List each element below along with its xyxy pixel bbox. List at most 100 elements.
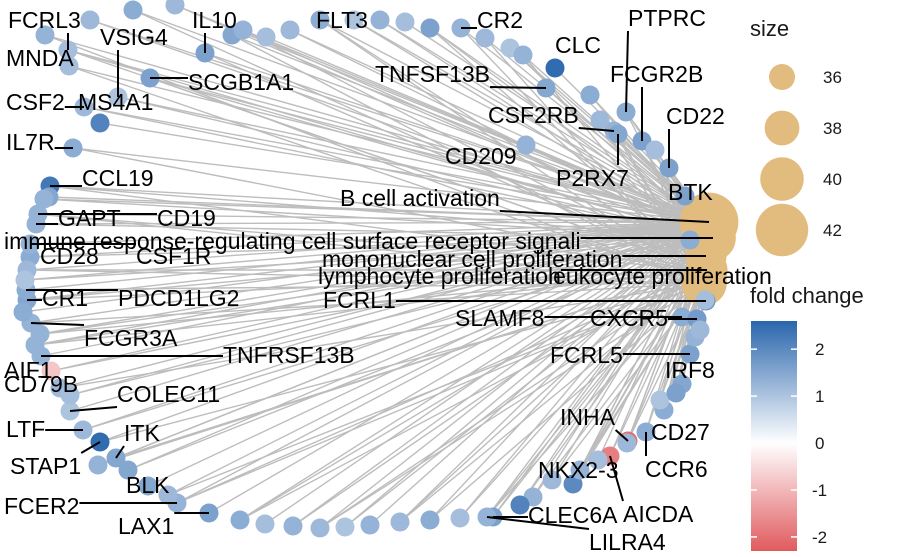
gene-node-clc: [545, 58, 565, 78]
leader-line: [625, 30, 629, 113]
leader-line: [609, 455, 624, 502]
gene-label-mnda: MNDA: [6, 45, 74, 71]
network-edge: [127, 237, 714, 471]
network-edge: [69, 221, 710, 396]
gene-label-lax1: LAX1: [118, 513, 174, 539]
gene-label-fcgr3a: FCGR3A: [84, 325, 178, 351]
gene-node: [123, 0, 143, 20]
network-edge: [429, 282, 705, 521]
leader-line: [486, 516, 590, 530]
label-leader-lines: [26, 27, 713, 530]
gene-label-inha: INHA: [560, 404, 616, 430]
size-legend-circle: [755, 203, 809, 257]
network-edge: [399, 237, 714, 523]
network-edge: [37, 213, 708, 271]
network-edge: [69, 237, 714, 396]
gene-node: [475, 28, 495, 48]
gene-node: [645, 140, 665, 160]
network-edge: [460, 27, 710, 223]
gene-node: [13, 302, 33, 322]
gene-node: [310, 518, 330, 538]
gene-node: [570, 460, 590, 480]
size-legend-circle: [764, 110, 800, 146]
gene-node: [370, 10, 390, 30]
gene-node: [34, 189, 54, 209]
network-edge: [39, 237, 714, 335]
leader-line: [499, 210, 710, 223]
gene-node: [88, 455, 108, 475]
gene-label-fcrl1: FCRL1: [323, 287, 396, 313]
term-node-leukocyte-proliferation: [681, 260, 727, 306]
colorbar-tick-label: -1: [812, 481, 827, 500]
network-edge: [117, 96, 710, 223]
network-edge: [34, 237, 714, 346]
gene-label-cd79b: CD79B: [4, 371, 78, 397]
network-edge: [132, 9, 710, 223]
network-edge: [379, 19, 710, 223]
gene-label-ptprc: PTPRC: [628, 5, 706, 31]
network-edge: [132, 9, 708, 271]
colorbar-tick-label: 1: [815, 387, 824, 406]
network-edge: [239, 269, 708, 521]
gene-label-csf2rb: CSF2RB: [488, 102, 579, 128]
gene-node: [395, 12, 415, 32]
term-label-immune-response-regulating-cell-surface-receptor-signali: immune response-regulating cell surface …: [4, 228, 581, 254]
gene-label-cxcr5: CXCR5: [590, 305, 668, 331]
leader-line: [614, 429, 629, 442]
network-edge: [147, 221, 710, 487]
gene-label-csf2: CSF2: [6, 89, 65, 115]
network-edge: [167, 282, 705, 496]
gene-node: [450, 508, 470, 528]
gene-label-stap1: STAP1: [10, 453, 81, 479]
term-label-mononuclear-cell-proliferation: mononuclear cell proliferation: [322, 246, 622, 272]
size-legend-label: 36: [823, 68, 842, 87]
gene-node: [420, 18, 440, 38]
leader-line: [80, 441, 101, 454]
gene-node: [233, 20, 253, 40]
gene-label-ltf: LTF: [6, 416, 45, 442]
network-edge: [264, 221, 710, 525]
gene-node-blk: [138, 476, 158, 496]
network-edge: [83, 106, 710, 223]
network-edge: [242, 29, 708, 271]
gene-node: [230, 510, 250, 530]
gene-label-il7r: IL7R: [6, 129, 55, 155]
gene-label-lilra4: LILRA4: [589, 529, 666, 555]
gene-node: [165, 0, 185, 15]
network-edge: [231, 34, 705, 284]
gene-label-colec11: COLEC11: [117, 381, 220, 407]
network-edge: [59, 221, 710, 389]
gene-node: [15, 270, 35, 290]
gene-node: [580, 85, 600, 105]
colorbar-tick-label: 2: [815, 340, 824, 359]
leader-line: [30, 322, 85, 326]
gene-label-clec6a: CLEC6A: [528, 502, 618, 528]
gene-label-cd209: CD209: [445, 143, 517, 169]
gene-node: [60, 385, 80, 405]
gene-node: [680, 230, 700, 250]
gene-label-cd27: CD27: [651, 419, 710, 445]
leader-line: [115, 445, 125, 459]
network-edge: [149, 77, 710, 223]
gene-node: [30, 324, 50, 344]
network-edge: [627, 282, 705, 442]
gene-label-gapt: GAPT: [58, 205, 121, 231]
size-legend-circle: [769, 64, 795, 90]
gene-node: [420, 510, 440, 530]
gene-label-fcrl5: FCRL5: [550, 342, 623, 368]
gene-label-tnfrsf13b: TNFRSF13B: [223, 342, 355, 368]
term-label-leukocyte-proliferation: leukocyte proliferation: [548, 263, 772, 289]
network-edge: [43, 198, 710, 223]
gene-label-itk: ITK: [124, 420, 160, 446]
color-legend: fold change 210-1-2: [750, 283, 864, 551]
network-edge: [50, 221, 710, 372]
network-edge: [429, 27, 714, 239]
network-edge: [82, 221, 710, 431]
gene-node: [510, 495, 530, 515]
gene-node: [256, 27, 276, 47]
gene-label-p2rx7: P2RX7: [556, 165, 629, 191]
gene-node: [666, 383, 686, 403]
gene-label-btk: BTK: [668, 179, 713, 205]
